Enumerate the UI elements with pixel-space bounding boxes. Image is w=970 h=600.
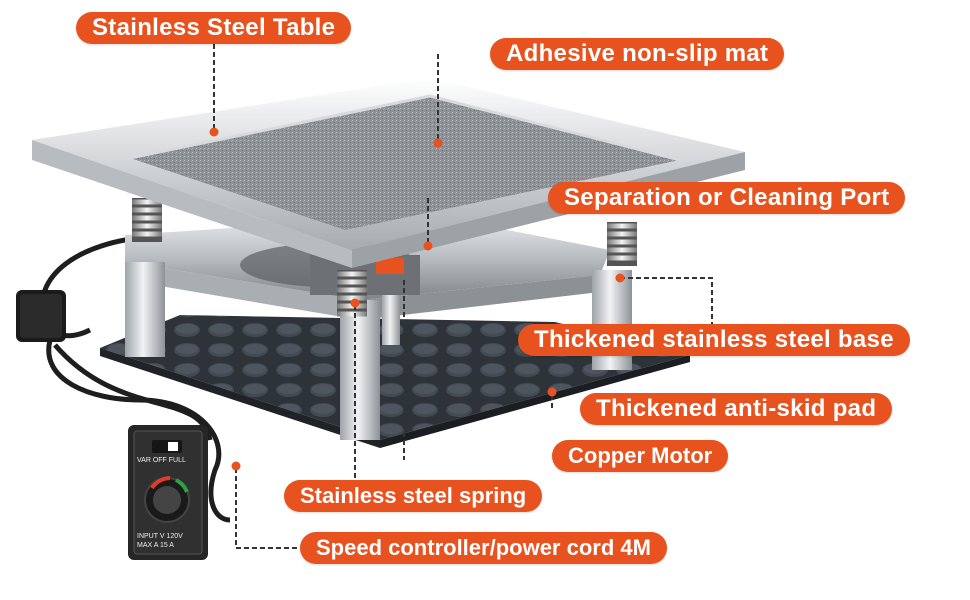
label-copper-motor: Copper Motor bbox=[552, 440, 729, 472]
label-adhesive-nonslip-mat: Adhesive non-slip mat bbox=[490, 38, 785, 70]
speed-controller: VAR OFF FULL INPUT V 120V MAX A 15 A bbox=[128, 425, 208, 560]
label-stainless-steel-table: Stainless Steel Table bbox=[76, 12, 352, 44]
label-stainless-steel-spring: Stainless steel spring bbox=[284, 480, 543, 512]
label-separation-cleaning-port: Separation or Cleaning Port bbox=[548, 182, 906, 214]
label-thickened-antiskid-pad: Thickened anti-skid pad bbox=[580, 393, 893, 425]
max-label: MAX A 15 A bbox=[137, 542, 174, 549]
springs bbox=[132, 198, 637, 317]
input-label: INPUT V 120V bbox=[137, 533, 183, 540]
label-thickened-steel-base: Thickened stainless steel base bbox=[518, 324, 910, 356]
switch-label: VAR OFF FULL bbox=[137, 457, 186, 464]
inline-plug bbox=[16, 290, 66, 342]
leader-lines bbox=[213, 36, 713, 549]
steel-table bbox=[32, 78, 745, 268]
label-speed-controller: Speed controller/power cord 4M bbox=[300, 532, 667, 564]
nonslip-mat bbox=[130, 96, 680, 230]
